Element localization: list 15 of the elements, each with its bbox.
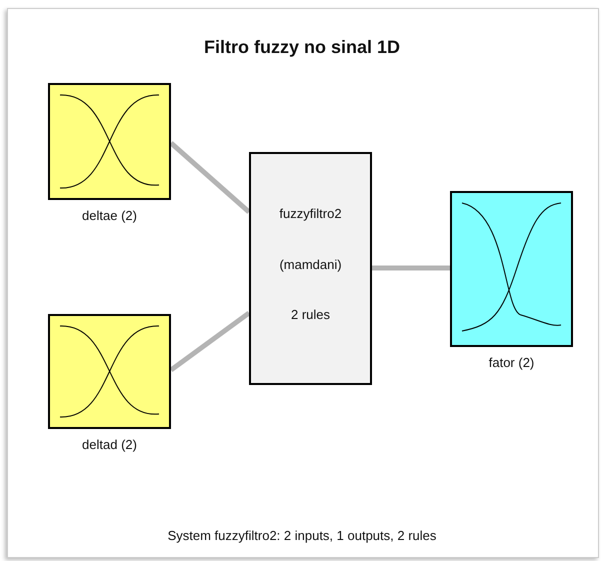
variable-label: deltad (2) — [81, 437, 138, 452]
variable-label: deltae (2) — [81, 208, 138, 223]
system-label: 2 rules — [290, 306, 332, 322]
input-membership-box — [48, 83, 171, 200]
variable-label: fator (2) — [488, 355, 536, 370]
diagram-title: Filtro fuzzy no sinal 1D — [202, 37, 401, 58]
connector-line — [170, 310, 250, 372]
connector-line — [169, 141, 251, 214]
system-box — [249, 152, 372, 385]
system-label: (mamdani) — [278, 256, 343, 272]
system-label: fuzzyfiltro2 — [278, 206, 343, 222]
connector-line — [372, 266, 450, 270]
system-summary: System fuzzyfiltro2: 2 inputs, 1 outputs, 2 rules — [166, 528, 438, 543]
output-membership-box — [450, 191, 573, 347]
input-membership-box — [48, 314, 171, 429]
